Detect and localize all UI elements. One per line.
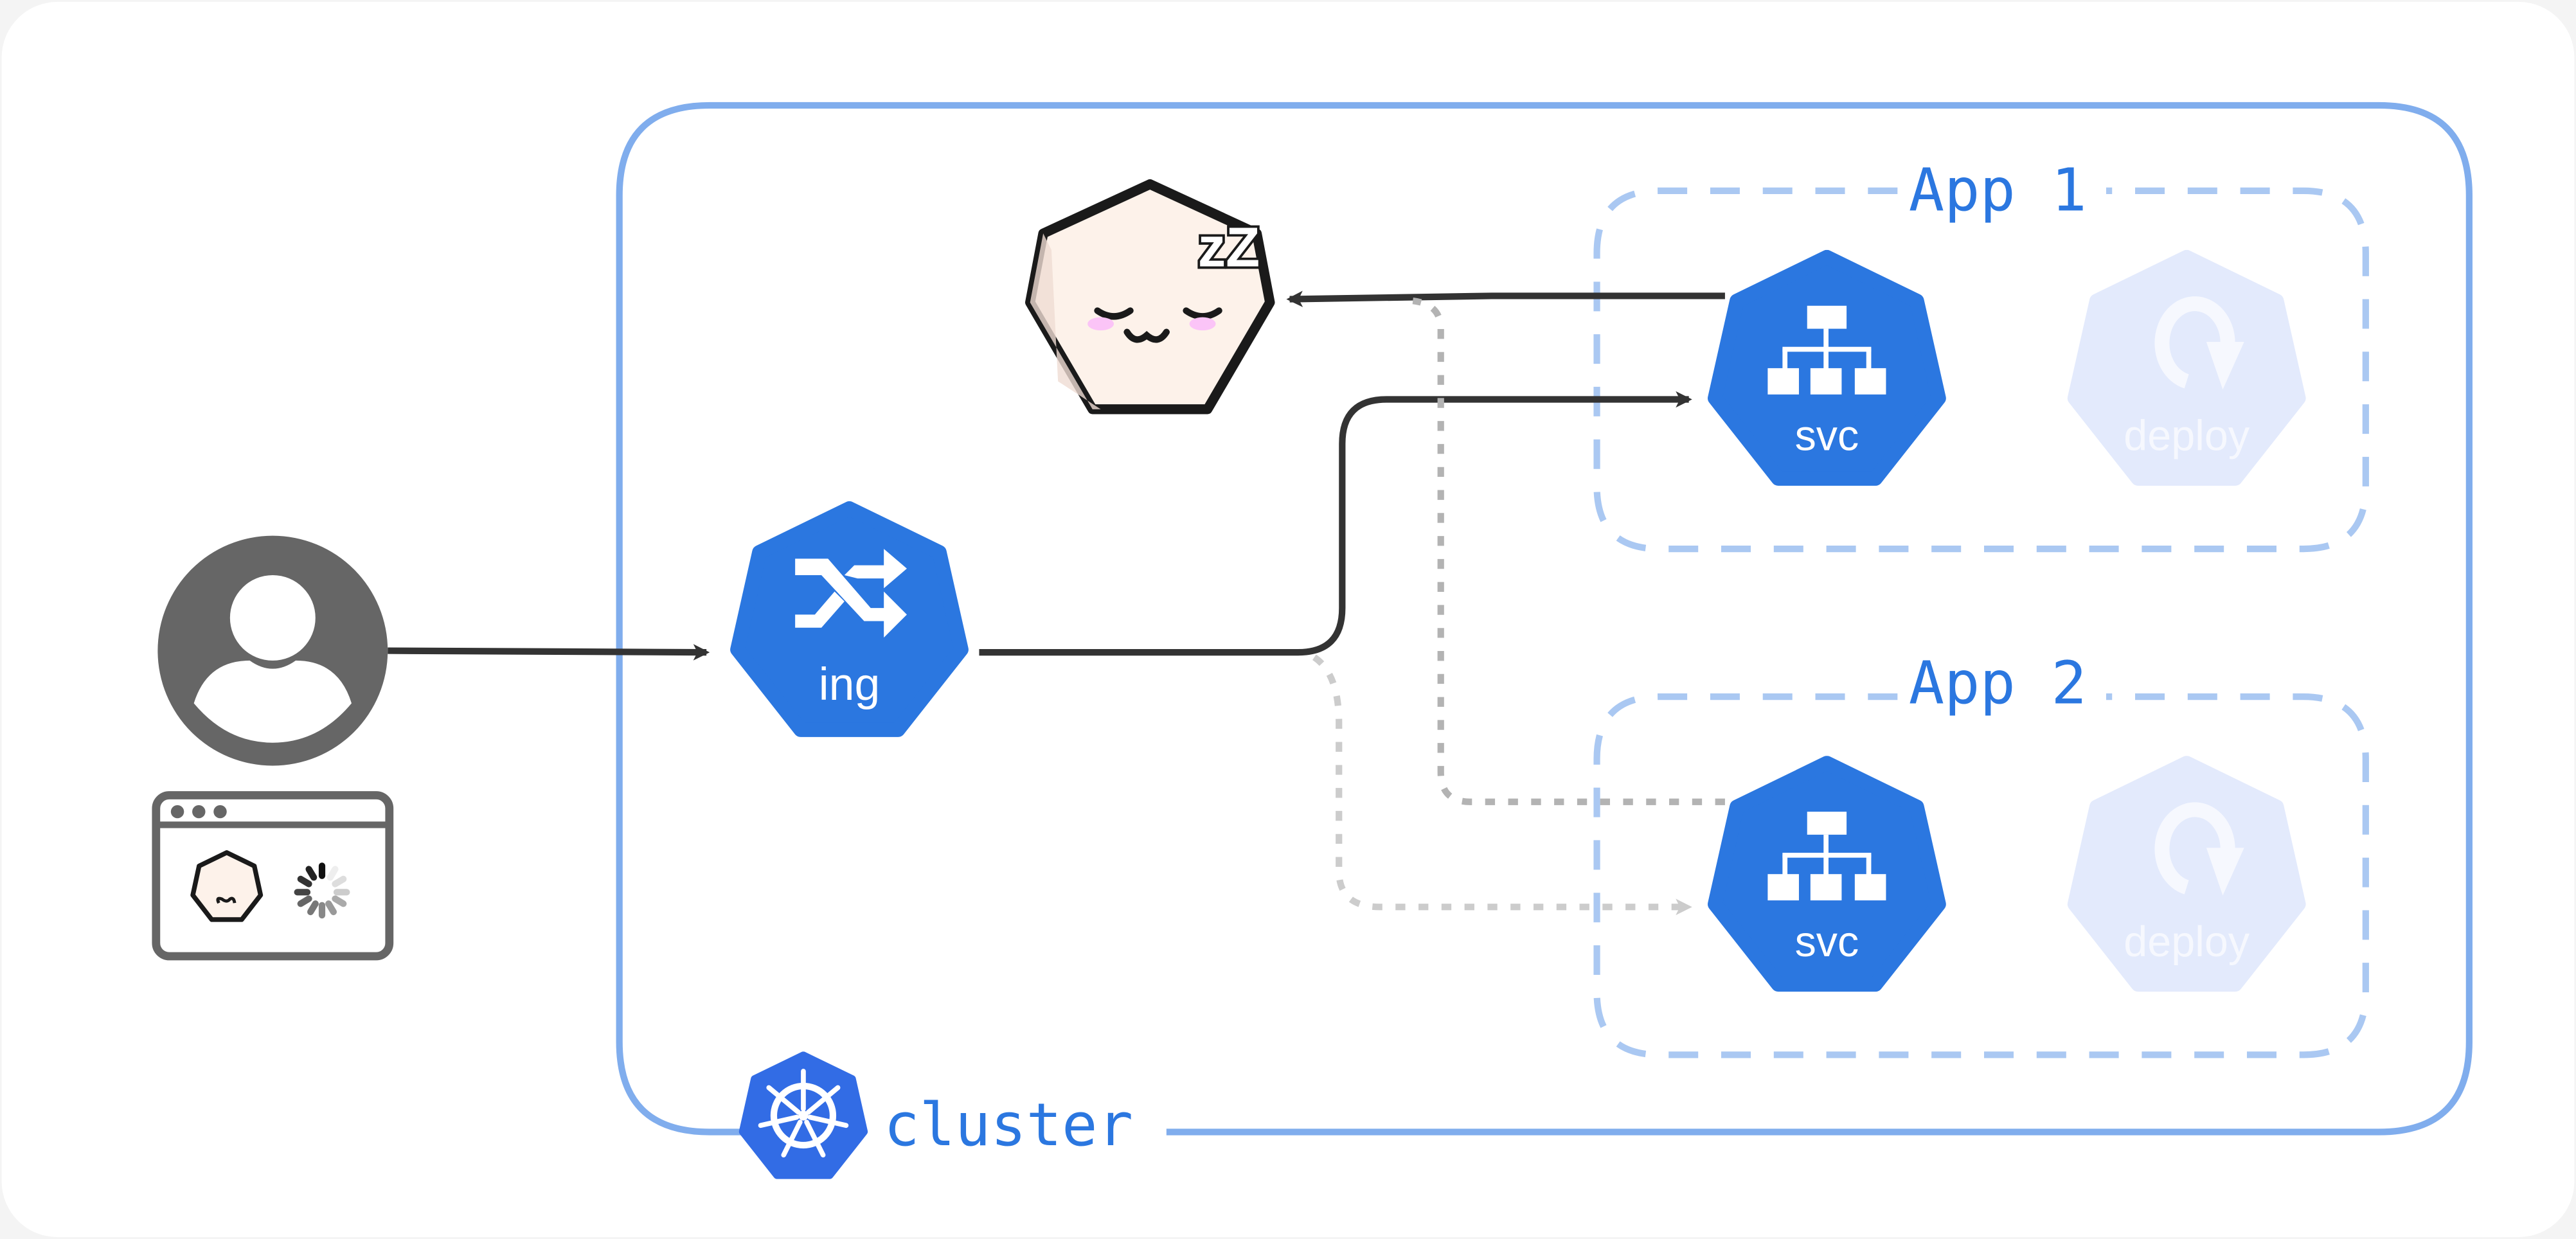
app-1-service-node[interactable]: svc: [1715, 257, 1938, 478]
deploy-rotate-icon: [2154, 802, 2244, 896]
cluster-label: cluster: [884, 1091, 1133, 1159]
edge-ingress-to-app1-svc: [979, 391, 1692, 656]
cluster-boundary: [616, 102, 2473, 1136]
app-1-deploy-node[interactable]: deploy: [2075, 257, 2298, 478]
service-tree-icon: [1767, 812, 1886, 901]
app-1-label: App 1: [1909, 156, 2087, 225]
app-1-deploy-label: deploy: [2124, 413, 2250, 460]
deploy-rotate-icon: [2154, 296, 2244, 390]
loading-spinner-icon: [294, 862, 350, 919]
app-2-deploy-node[interactable]: deploy: [2075, 763, 2298, 985]
app-1-group: App 1: [1593, 156, 2369, 553]
service-tree-icon: [1767, 305, 1886, 395]
edge-app1-svc-to-mascot: [1286, 290, 1725, 308]
zz-text: zZ: [1198, 216, 1260, 278]
ingress-shuffle-icon: [795, 549, 907, 638]
browser-window-icon: [152, 791, 394, 961]
browser-sleeping-mascot-icon: [190, 850, 264, 922]
edge-app2-svc-to-mascot: [1412, 298, 1725, 805]
sleeping-mascot-icon: zZ: [1025, 179, 1275, 414]
app-2-service-node[interactable]: svc: [1715, 763, 1938, 985]
app-2-boundary: [1593, 693, 2369, 1058]
app-2-deploy-label: deploy: [2124, 918, 2250, 966]
app-2-service-label: svc: [1795, 918, 1859, 966]
ingress-label: ing: [819, 659, 881, 710]
edge-user-to-ingress: [388, 644, 710, 661]
ingress-node[interactable]: ing: [737, 508, 961, 729]
kubernetes-icon: [743, 1055, 864, 1175]
user-icon: [157, 535, 388, 766]
app-1-boundary: [1593, 187, 2369, 553]
app-1-service-label: svc: [1795, 413, 1859, 460]
app-2-group: App 2: [1593, 648, 2369, 1058]
app-2-label: App 2: [1909, 648, 2087, 717]
